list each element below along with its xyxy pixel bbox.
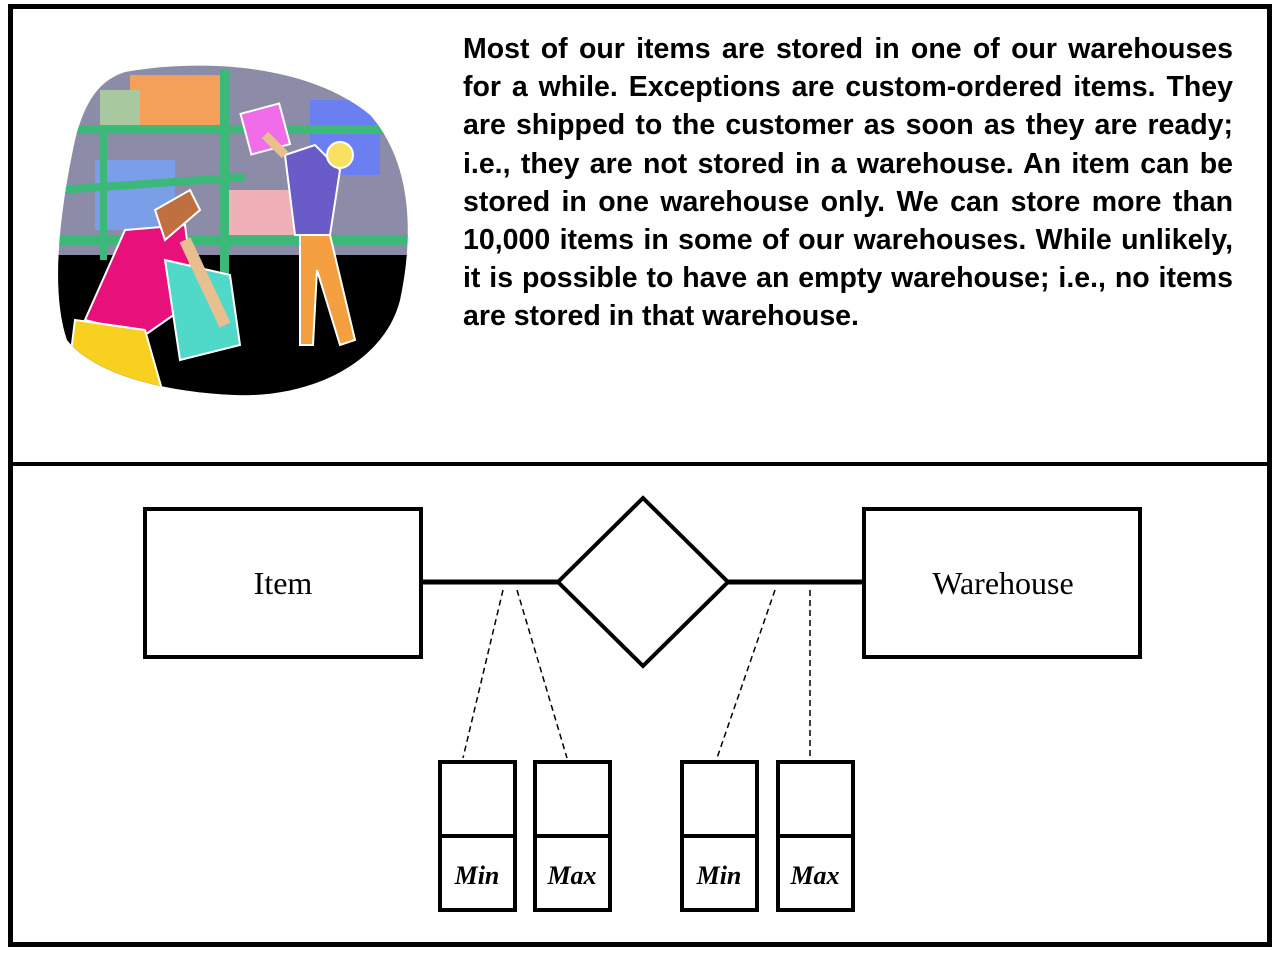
description-paragraph: Most of our items are stored in one of o… bbox=[463, 33, 1233, 333]
warehouse-workers-clipart bbox=[58, 65, 408, 396]
slide-frame bbox=[8, 4, 1272, 947]
section-divider bbox=[8, 462, 1272, 466]
